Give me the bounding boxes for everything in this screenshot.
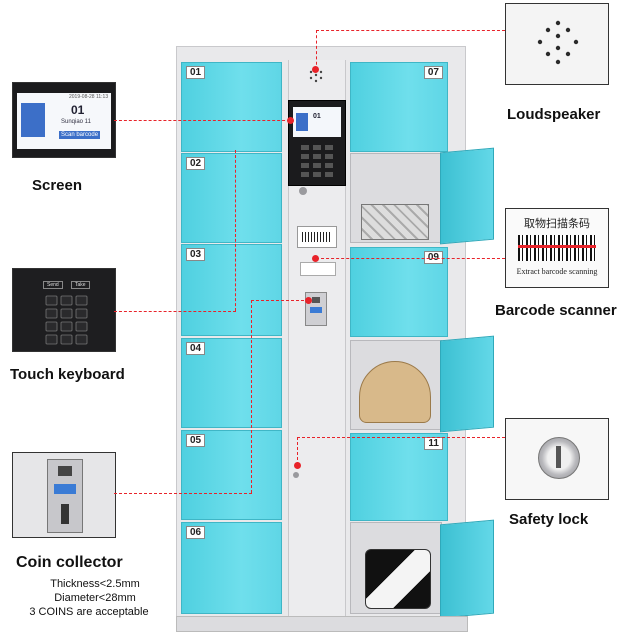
take-key[interactable]: Take <box>71 281 90 289</box>
callout-line <box>251 300 309 301</box>
coin-acceptor-image <box>47 459 83 533</box>
lock-cylinder-icon <box>538 437 580 479</box>
handbag-image <box>365 549 431 609</box>
coin-display <box>54 484 76 494</box>
scan-barcode-button[interactable]: Scan barcode <box>59 131 101 139</box>
screen-graphic <box>296 113 308 131</box>
screen-line-1: Sunqiao 11 <box>61 119 91 125</box>
locker-door-06[interactable]: 06 <box>181 522 282 614</box>
locker-door-11[interactable]: 11 <box>350 433 448 521</box>
send-key[interactable]: Send <box>43 281 63 289</box>
callout-line <box>297 437 298 465</box>
locker-number: 07 <box>423 66 443 79</box>
callout-line <box>316 258 505 259</box>
locker-number: 04 <box>186 342 206 355</box>
coin-collector-callout <box>12 452 116 538</box>
barcode-scanner-callout: 取物扫描条码 Extract barcode scanning <box>505 208 609 288</box>
callout-dot <box>294 462 301 469</box>
scanner-sign-chinese: 取物扫描条码 <box>524 217 590 230</box>
mini-screen-number: 01 <box>313 113 321 120</box>
mini-screen: 01 <box>293 107 341 137</box>
locker-door-01[interactable]: 01 <box>181 62 282 152</box>
control-panel: 01 <box>288 100 346 186</box>
instruction-sticker <box>300 262 336 276</box>
callout-dot <box>287 117 294 124</box>
locker-door-07[interactable]: 07 <box>350 62 448 152</box>
locker-number: 01 <box>186 66 206 79</box>
label-safety-lock: Safety lock <box>509 511 589 528</box>
callout-dot <box>312 255 319 262</box>
screen-locker-graphic <box>21 103 45 137</box>
barcode-icon <box>518 235 596 261</box>
locker-number: 03 <box>186 248 206 261</box>
open-locker-compartment <box>350 340 442 430</box>
locker-door-04[interactable]: 04 <box>181 338 282 428</box>
locker-number: 02 <box>186 157 206 170</box>
screen-callout: 2019-08-28 11:13 01 Sunqiao 11 Scan barc… <box>12 82 116 158</box>
screen-date: 2019-08-28 11:13 <box>69 94 109 100</box>
callout-line <box>316 30 317 70</box>
cabinet-base <box>176 616 468 632</box>
open-locker-compartment <box>350 522 442 614</box>
coin-spec-thickness: Thickness<2.5mm <box>50 578 140 590</box>
coin-slot-opening <box>312 297 320 303</box>
callout-line <box>114 120 290 121</box>
geometric-bag-image <box>361 204 429 240</box>
locker-door-09[interactable]: 09 <box>350 247 448 337</box>
label-barcode-scanner: Barcode scanner <box>495 302 617 319</box>
coin-slot-opening <box>58 466 72 476</box>
screen-locker-number: 01 <box>71 103 85 117</box>
barcode-icon <box>302 232 332 242</box>
keyhole-icon <box>299 187 307 195</box>
locker-door-02[interactable]: 02 <box>181 153 282 243</box>
callout-dot <box>312 66 319 73</box>
callout-dot <box>305 297 312 304</box>
open-locker-door[interactable] <box>440 335 494 433</box>
callout-line <box>251 300 252 493</box>
screen-display: 2019-08-28 11:13 01 Sunqiao 11 Scan barc… <box>17 93 111 149</box>
locker-number: 09 <box>423 251 443 264</box>
open-locker-door[interactable] <box>440 147 494 245</box>
callout-line <box>235 150 236 311</box>
touch-keyboard-callout: Send Take <box>12 268 116 352</box>
locker-number: 05 <box>186 434 206 447</box>
label-screen: Screen <box>32 177 83 194</box>
coin-spec-count: 3 COINS are acceptable <box>29 606 149 618</box>
label-coin-collector: Coin collector <box>16 554 123 571</box>
callout-line <box>316 30 505 31</box>
callout-line <box>114 493 252 494</box>
locker-number: 06 <box>186 526 206 539</box>
coin-return <box>61 504 69 524</box>
locker-door-05[interactable]: 05 <box>181 430 282 520</box>
handbag-image <box>359 361 431 423</box>
keyway <box>556 446 561 468</box>
safety-lock-callout <box>505 418 609 500</box>
locker-number: 11 <box>424 437 443 450</box>
callout-line <box>114 311 236 312</box>
label-touch-keyboard: Touch keyboard <box>10 366 125 383</box>
keyhole-icon <box>293 472 299 478</box>
coin-spec-diameter: Diameter<28mm <box>54 592 136 604</box>
scanner-sign-english: Extract barcode scanning <box>516 267 598 276</box>
open-locker-door[interactable] <box>440 519 494 619</box>
scanner-window <box>297 226 337 248</box>
loudspeaker-callout <box>505 3 609 85</box>
open-locker-compartment <box>350 153 442 243</box>
keypad-grid <box>45 295 89 347</box>
callout-line <box>297 437 505 438</box>
speaker-icon <box>536 18 580 68</box>
scan-laser <box>518 245 596 248</box>
coin-display <box>310 307 322 313</box>
label-loudspeaker: Loudspeaker <box>507 106 601 123</box>
mini-keypad <box>299 143 335 181</box>
speaker-grille-icon <box>307 66 325 84</box>
locker-door-03[interactable]: 03 <box>181 244 282 336</box>
